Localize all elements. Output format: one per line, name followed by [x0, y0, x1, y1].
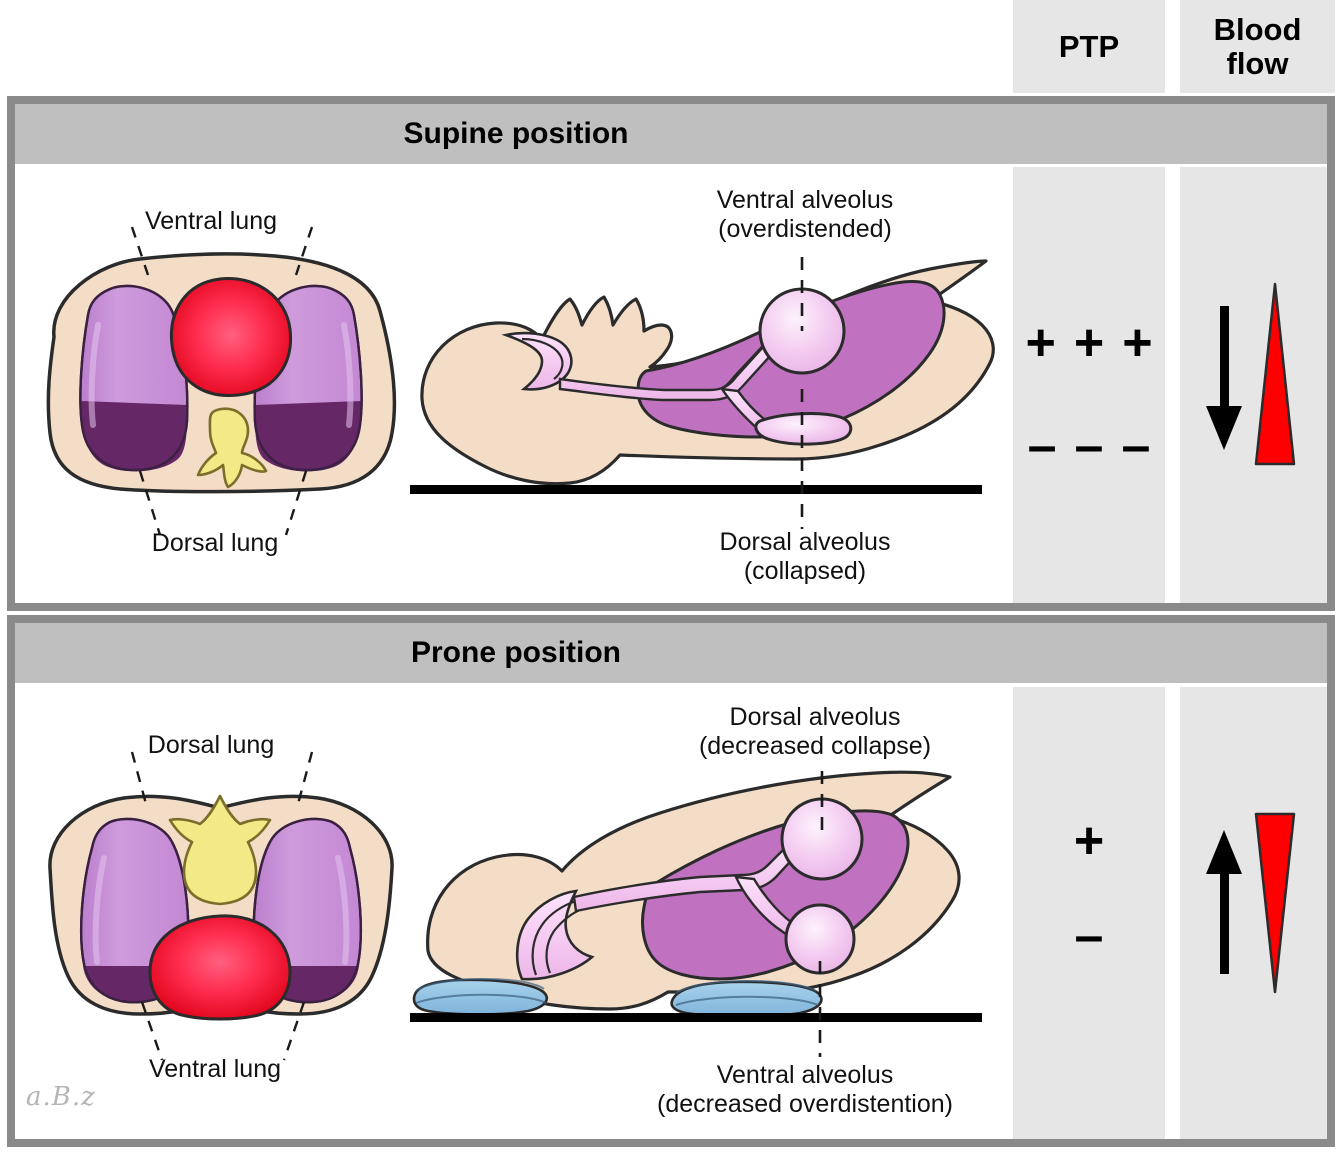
supine-banner-label: Supine position	[403, 117, 629, 150]
prone-ptp-minus: –	[1074, 907, 1104, 965]
supine-lateral-body	[410, 257, 995, 529]
prone-dorsal-alveolus-line2: (decreased collapse)	[698, 732, 932, 760]
ptp-band-supine	[1013, 167, 1165, 607]
head-pillow	[412, 977, 549, 1016]
supine-dorsal-alveolus-line1: Dorsal alveolus	[719, 528, 891, 556]
supine-dorsal-lung-label: Dorsal lung	[151, 529, 279, 557]
supine-row-frame	[7, 96, 1335, 611]
prone-ventral-alveolus-line1: Ventral alveolus	[716, 1061, 894, 1089]
ptp-column-header: PTP	[1013, 0, 1165, 93]
prone-ventral-alveolus-line2: (decreased overdistention)	[657, 1090, 953, 1118]
prone-ventral-lung-label: Ventral lung	[148, 1055, 282, 1083]
prone-lateral-body	[410, 770, 982, 1057]
supine-dorsal-alveolus-label: Dorsal alveolus (collapsed)	[615, 528, 995, 586]
prone-dorsal-lung-label: Dorsal lung	[147, 731, 275, 759]
blood-flow-header-label: Blood flow	[1214, 13, 1302, 80]
supine-position-banner: Supine position	[15, 104, 1327, 164]
blood-flow-header-line2: flow	[1226, 45, 1289, 81]
supine-ventral-alveolus-line1: Ventral alveolus	[716, 186, 894, 214]
down-arrow-icon	[1206, 306, 1242, 450]
up-arrow-icon	[1206, 830, 1242, 974]
ptp-header-label: PTP	[1058, 28, 1120, 64]
supine-ventral-lung-label: Ventral lung	[144, 207, 278, 235]
blood-flow-column-header: Blood flow	[1180, 0, 1335, 93]
supine-dorsal-alveolus-line2: (collapsed)	[743, 557, 867, 585]
supine-ptp-minus: –––	[1027, 417, 1151, 475]
prone-position-banner: Prone position	[15, 623, 1327, 683]
prone-thorax-cross-section	[48, 751, 394, 1061]
supine-ventral-alveolus-line2: (overdistended)	[718, 215, 892, 243]
prone-ptp-plus: +	[1073, 812, 1105, 870]
blood-flow-header-line1: Blood	[1213, 12, 1302, 48]
prone-dorsal-alveolus-label: Dorsal alveolus (decreased collapse)	[615, 703, 1013, 761]
prone-illustration-panel: Dorsal lung Ventral lung	[15, 683, 1013, 1139]
blood-flow-wedge	[1254, 282, 1296, 466]
ptp-band-prone	[1013, 687, 1165, 1139]
prone-blood-flow-indicator	[1190, 800, 1320, 1005]
prone-banner-label: Prone position	[411, 636, 621, 669]
supine-illustration-panel: Ventral lung Dorsal lung	[15, 164, 1013, 603]
chest-pillow	[670, 979, 823, 1018]
blood-flow-band-prone	[1180, 687, 1327, 1139]
prone-ventral-alveolus-label: Ventral alveolus (decreased overdistenti…	[595, 1061, 1013, 1119]
supine-blood-flow-indicator	[1190, 278, 1320, 483]
artist-signature: a.B.z	[26, 1082, 96, 1112]
supine-ptp-plus: +++	[1025, 314, 1153, 372]
supine-ventral-alveolus-label: Ventral alveolus (overdistended)	[615, 186, 995, 244]
supine-thorax-cross-section	[46, 226, 397, 536]
prone-dorsal-alveolus-line1: Dorsal alveolus	[729, 703, 901, 731]
blood-flow-band-supine	[1180, 167, 1327, 607]
blood-flow-wedge	[1254, 812, 1296, 994]
prone-row-frame	[7, 615, 1335, 1147]
